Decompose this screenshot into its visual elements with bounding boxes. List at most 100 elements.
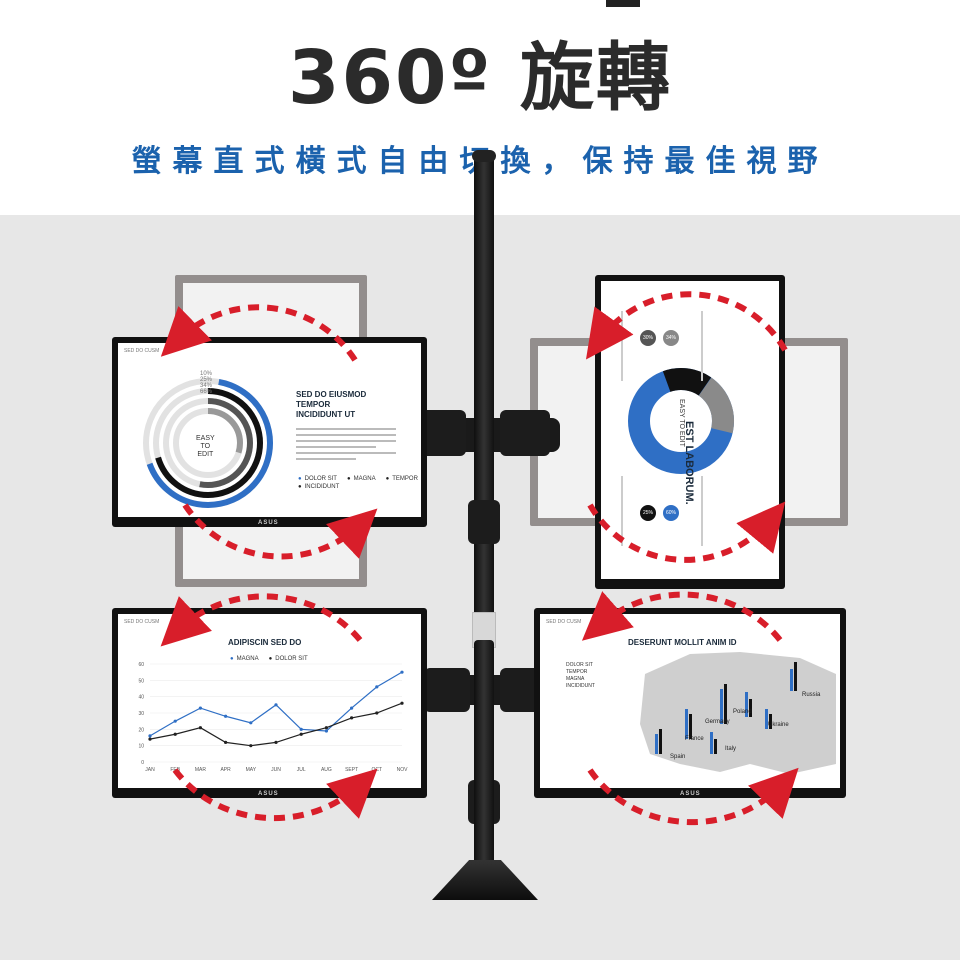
data-point [400, 701, 404, 705]
map-legend: DOLOR SIT TEMPOR MAGNA INCIDIDUNT [566, 662, 595, 690]
y-tick-label: 30 [138, 711, 144, 717]
x-tick-label: JUL [297, 767, 306, 773]
data-point [299, 727, 303, 731]
percent-25: 25% [200, 377, 213, 383]
badge: 34% [666, 335, 677, 341]
brand-logo: ASUS [258, 791, 279, 797]
country-label: Germany [705, 719, 730, 725]
legend-item: TEMPOR [566, 669, 588, 675]
data-point [198, 706, 202, 710]
legend-item: DOLOR SIT [298, 476, 337, 482]
x-tick-label: JUN [271, 767, 281, 773]
data-point [249, 744, 253, 748]
percent-34: 34% [200, 383, 213, 389]
arrow-bottom-right-b [587, 767, 799, 826]
data-point [173, 719, 177, 723]
map-title: DESERUNT MOLLIT ANIM ID [628, 638, 737, 647]
donut-center-label: EASY TO EDIT [196, 435, 215, 459]
percent-10: 10% [200, 371, 213, 377]
data-point [148, 737, 152, 741]
center-line: EASY [196, 435, 215, 442]
percent-labels: 10% 25% 34% 66% [200, 371, 212, 395]
donut-rings [143, 378, 273, 508]
legend-item: INCIDIDUNT [298, 484, 340, 490]
legend-item: TEMPOR [386, 476, 418, 482]
country-label: Italy [725, 746, 737, 752]
center-line: EDIT [197, 451, 214, 458]
arrow-top-right-b [587, 501, 786, 563]
country-label: Spain [670, 754, 686, 760]
data-point [324, 729, 328, 733]
pole-cap [472, 150, 496, 162]
arrow-bottom-left-a [160, 593, 363, 647]
monitor-bottom-right-screen: SED DO CUSM DESERUNT MOLLIT ANIM ID DOLO… [540, 614, 840, 788]
y-tick-label: 0 [141, 760, 144, 766]
x-tick-label: APR [220, 767, 231, 773]
arrow-top-right-a [585, 291, 788, 360]
y-tick-label: 60 [138, 662, 144, 668]
arrow-top-left-a [160, 304, 358, 362]
body-text-lines [296, 428, 396, 460]
title-line: SED DO EIUSMOD [296, 390, 367, 399]
y-tick-label: 40 [138, 695, 144, 701]
badge: 60% [666, 510, 677, 516]
center-line: TO [200, 443, 211, 450]
upper-right-joint [500, 410, 550, 456]
data-point [274, 703, 278, 707]
data-point [173, 732, 177, 736]
arrow-bottom-left-b [172, 768, 378, 822]
title-line: INCIDIDUNT UT [296, 410, 356, 419]
y-tick-label: 10 [138, 744, 144, 750]
data-point [350, 716, 354, 720]
data-point [224, 714, 228, 718]
data-point [375, 711, 379, 715]
title-line: TEMPOR [296, 400, 331, 409]
x-tick-label: MAY [246, 767, 257, 773]
slide-title: SED DO EIUSMOD TEMPOR INCIDIDUNT UT [296, 390, 366, 420]
data-point [375, 685, 379, 689]
country-label: Poland [733, 709, 752, 715]
lower-left-joint [424, 668, 470, 712]
monitor-top-left: SED DO CUSM 10% 25% 34% 66% EASY TO EDIT [112, 337, 427, 527]
x-tick-label: MAR [195, 767, 207, 773]
lower-pole [474, 640, 494, 880]
legend-item: MAGNA [347, 476, 376, 482]
top-tab [606, 0, 640, 7]
brand-logo: ASUS [680, 791, 701, 797]
data-point [274, 740, 278, 744]
percent-66: 66% [200, 389, 213, 395]
data-point [350, 706, 354, 710]
brand-logo: ASUS [258, 520, 279, 526]
data-point [148, 734, 152, 738]
data-point [224, 740, 228, 744]
x-tick-label: NOV [397, 767, 409, 773]
data-point [198, 726, 202, 730]
legend-item: DOLOR SIT [566, 662, 593, 668]
legend-item: INCIDIDUNT [566, 683, 595, 689]
headline: 360º 旋轉 [288, 35, 672, 121]
y-tick-label: 50 [138, 678, 144, 684]
corner-label: SED DO CUSM [124, 619, 160, 625]
legend-item: DOLOR SIT [269, 656, 307, 662]
monitor-top-left-screen: SED DO CUSM 10% 25% 34% 66% EASY TO EDIT [118, 343, 421, 517]
x-tick-label: JAN [145, 767, 155, 773]
country-label: France [685, 736, 704, 742]
data-point [299, 732, 303, 736]
corner-label: SED DO CUSM [546, 619, 582, 625]
chart-title: ADIPISCIN SED DO [228, 638, 302, 647]
corner-label: SED DO CUSM [124, 348, 160, 354]
badge: 25% [643, 510, 654, 516]
arrow-bottom-right-a [581, 591, 783, 642]
country-label: Ukraine [768, 722, 789, 728]
badge: 30% [643, 335, 654, 341]
pole-clamp [468, 500, 500, 544]
y-tick-label: 20 [138, 727, 144, 733]
data-point [324, 726, 328, 730]
data-point [249, 721, 253, 725]
legend: DOLOR SIT MAGNA TEMPOR INCIDIDUNT [298, 476, 418, 490]
data-point [400, 670, 404, 674]
country-label: Russia [802, 692, 821, 698]
europe-map [640, 652, 836, 774]
chart-legend: MAGNA DOLOR SIT [230, 656, 308, 662]
